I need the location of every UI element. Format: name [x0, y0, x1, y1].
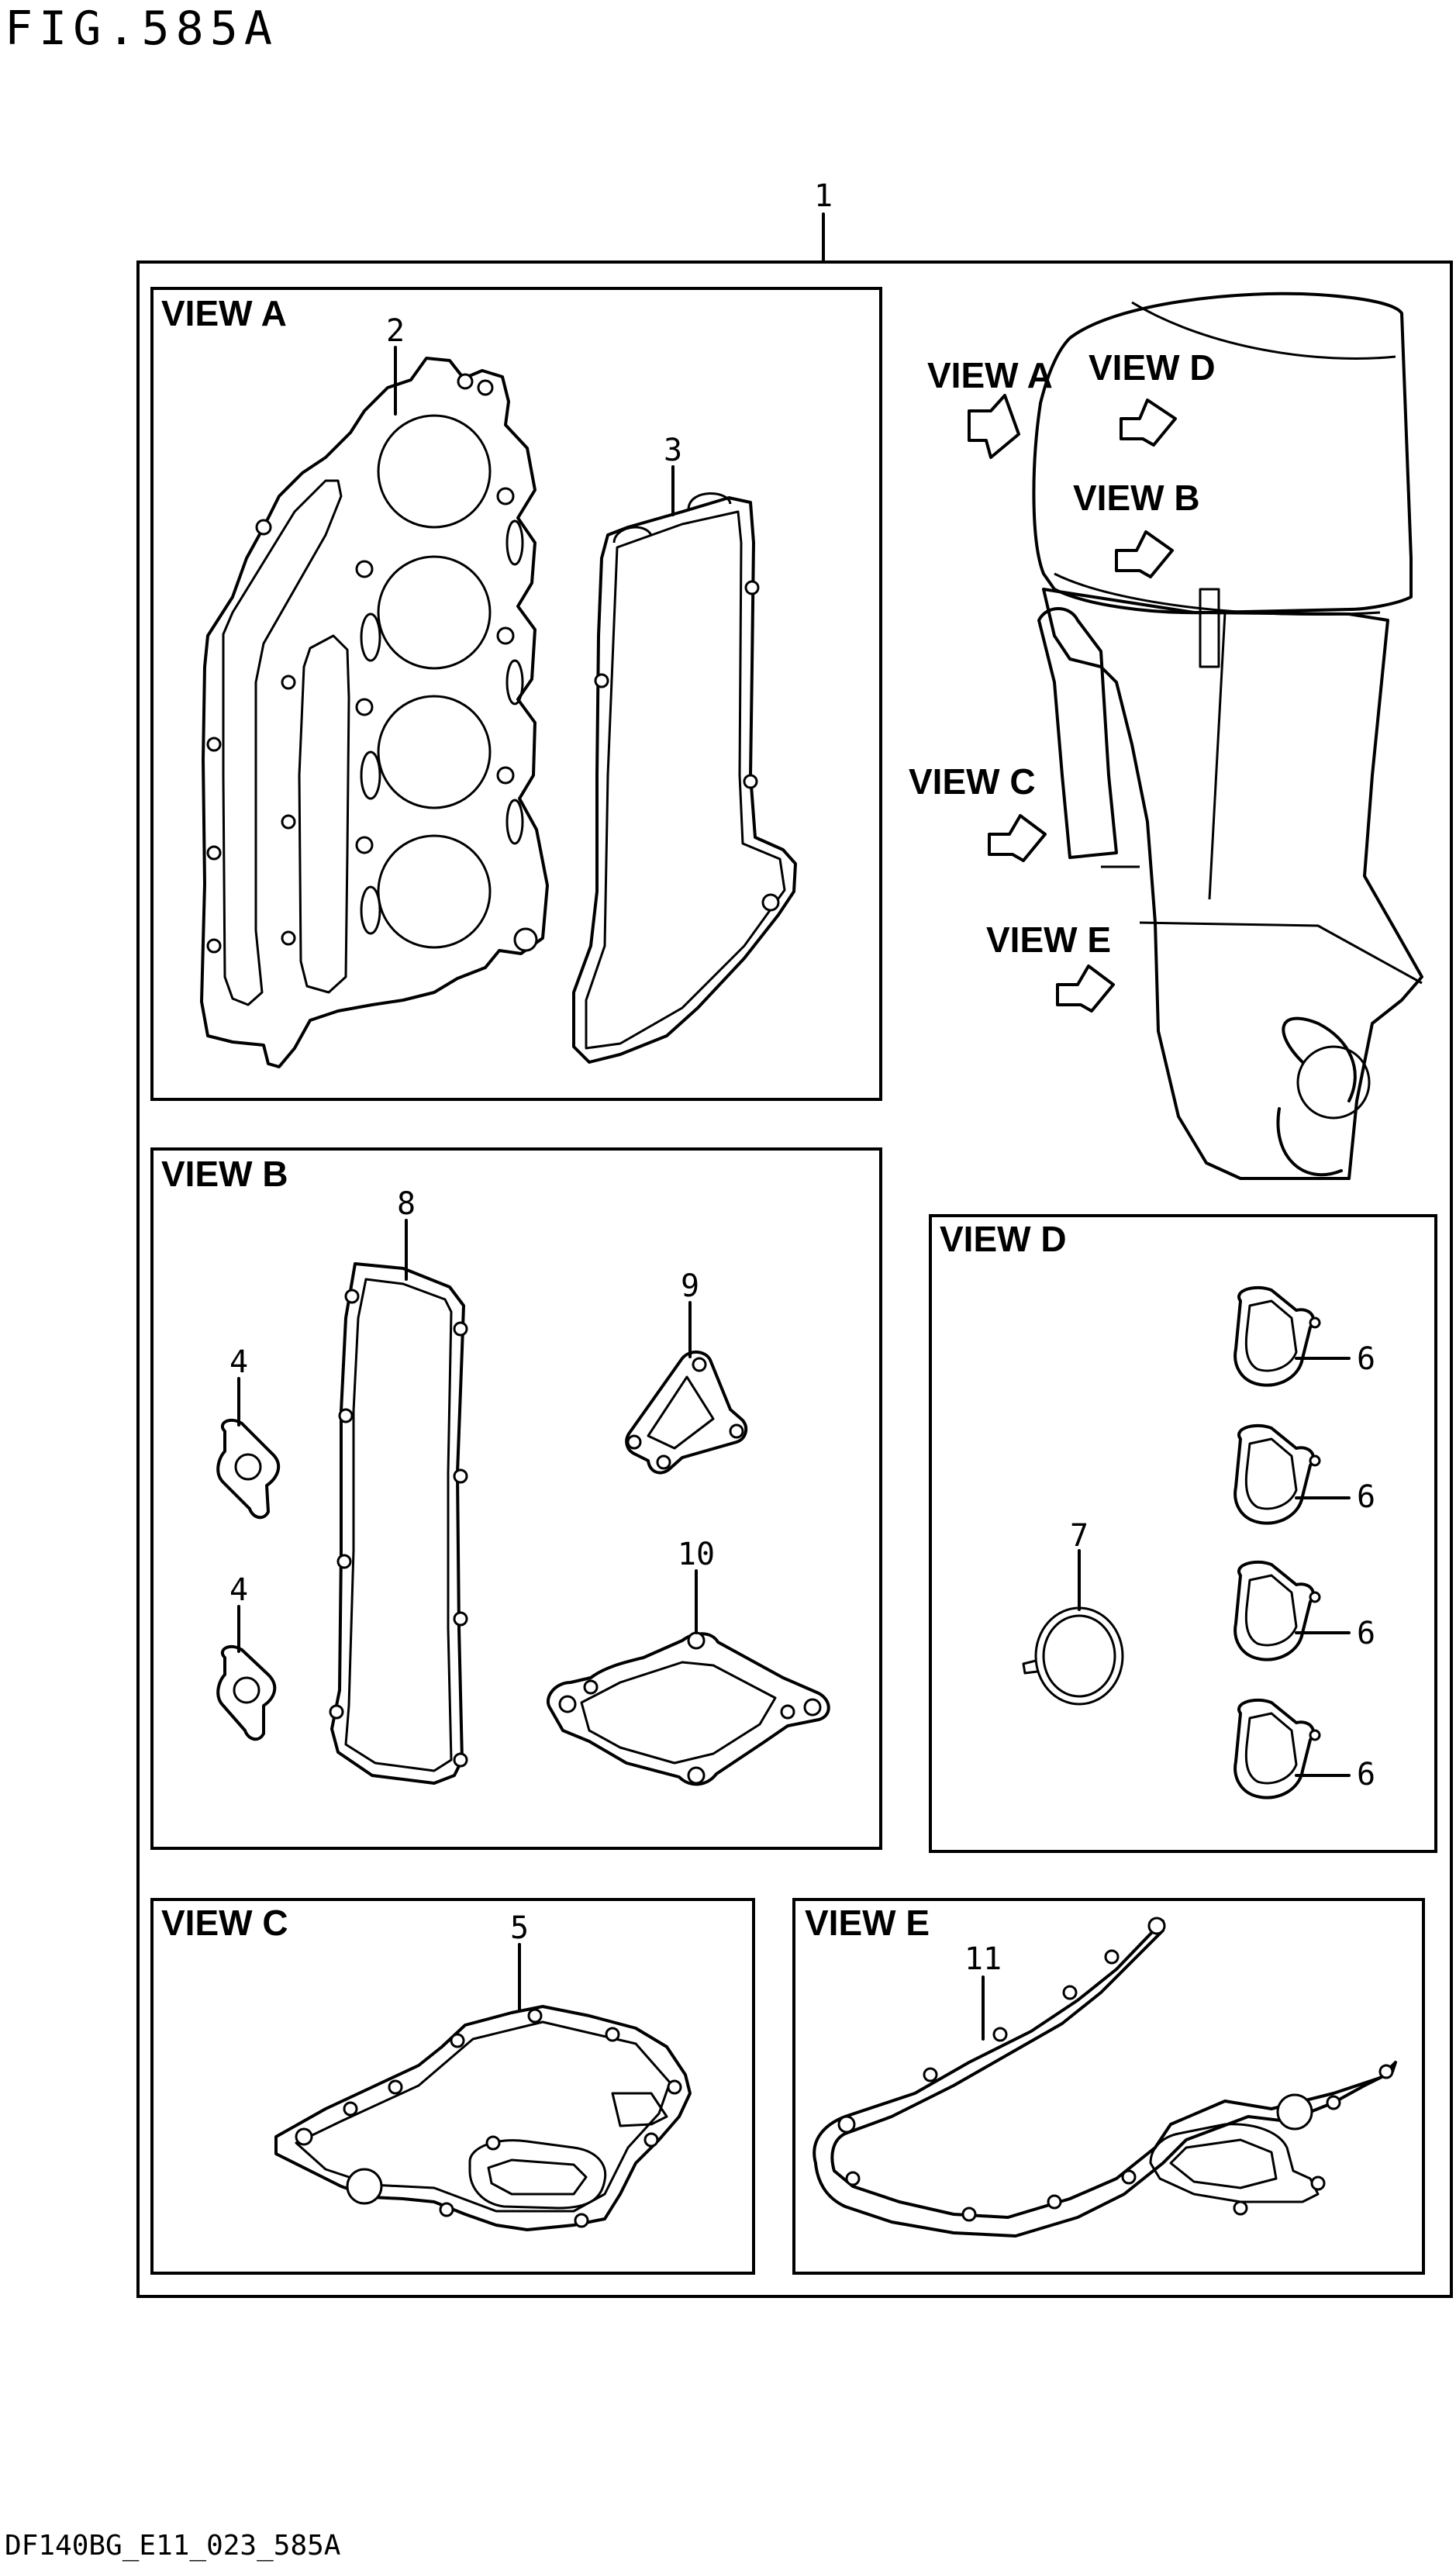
callout-view-a: VIEW A [927, 355, 1053, 395]
part-number-6b: 6 [1357, 1479, 1375, 1515]
view-c-panel: VIEW C 5 [150, 1898, 755, 2275]
arrow-view-c-icon [988, 814, 1047, 862]
arrow-view-b-icon [1115, 530, 1174, 578]
view-b-label: VIEW B [161, 1154, 288, 1194]
part-number-4a: 4 [229, 1344, 248, 1380]
ring-gasket-1: 6 [1233, 1285, 1375, 1387]
part-number-1: 1 [814, 178, 833, 214]
engine-holder-gasket: 11 [813, 1917, 1397, 2238]
cylinder-head-gasket: 2 [200, 313, 549, 1068]
small-gasket-lower: 4 [216, 1572, 277, 1741]
head-cover-gasket: 3 [572, 433, 797, 1064]
small-plate-gasket: 9 [625, 1268, 748, 1475]
exhaust-cover-gasket: 8 [329, 1186, 468, 1785]
arrow-view-e-icon [1056, 964, 1115, 1013]
view-a-label: VIEW A [161, 293, 287, 333]
callout-view-d: VIEW D [1089, 347, 1216, 388]
callout-view-b: VIEW B [1073, 478, 1200, 518]
small-gasket-upper: 4 [216, 1344, 281, 1520]
view-b-panel: VIEW B 4 4 8 [150, 1147, 882, 1850]
figure-code: DF140BG_E11_023_585A [5, 2530, 341, 2562]
ring-gasket-3: 6 [1233, 1560, 1375, 1661]
part-number-2: 2 [386, 313, 405, 349]
view-d-label: VIEW D [940, 1219, 1067, 1259]
engine-view-callouts: VIEW A VIEW D VIEW B VIEW C VIEW E [909, 347, 1216, 1013]
cover-gasket: 10 [547, 1537, 830, 1786]
part-number-6a: 6 [1357, 1341, 1375, 1377]
part-number-11: 11 [964, 1941, 1002, 1977]
view-c-label: VIEW C [161, 1903, 288, 1943]
part-number-4b: 4 [229, 1572, 248, 1608]
view-a-panel: VIEW A [150, 287, 882, 1101]
part-number-5: 5 [510, 1910, 529, 1946]
part-number-3: 3 [664, 433, 682, 468]
arrow-view-a-icon [968, 394, 1020, 459]
ring-gasket-2: 6 [1233, 1423, 1375, 1525]
lower-case-gasket: 5 [274, 1910, 692, 2231]
figure-title: FIG.585A [5, 2, 278, 56]
view-e-label: VIEW E [805, 1903, 930, 1943]
part-number-8: 8 [397, 1186, 416, 1222]
part-number-10: 10 [678, 1537, 715, 1572]
part-number-9: 9 [681, 1268, 699, 1304]
part-number-6d: 6 [1357, 1757, 1375, 1792]
view-d-panel: VIEW D 7 6 6 6 [929, 1214, 1437, 1853]
callout-view-c: VIEW C [909, 761, 1036, 802]
o-ring: 7 [1022, 1518, 1124, 1706]
callout-view-e: VIEW E [986, 920, 1111, 960]
part-number-6c: 6 [1357, 1616, 1375, 1651]
kit-frame: 1 [136, 178, 1453, 2298]
outboard-engine-illustration [1032, 292, 1423, 1180]
ring-gasket-4: 6 [1233, 1698, 1375, 1799]
arrow-view-d-icon [1120, 399, 1177, 447]
part-number-7: 7 [1070, 1518, 1089, 1554]
view-e-panel: VIEW E 11 [792, 1898, 1425, 2275]
